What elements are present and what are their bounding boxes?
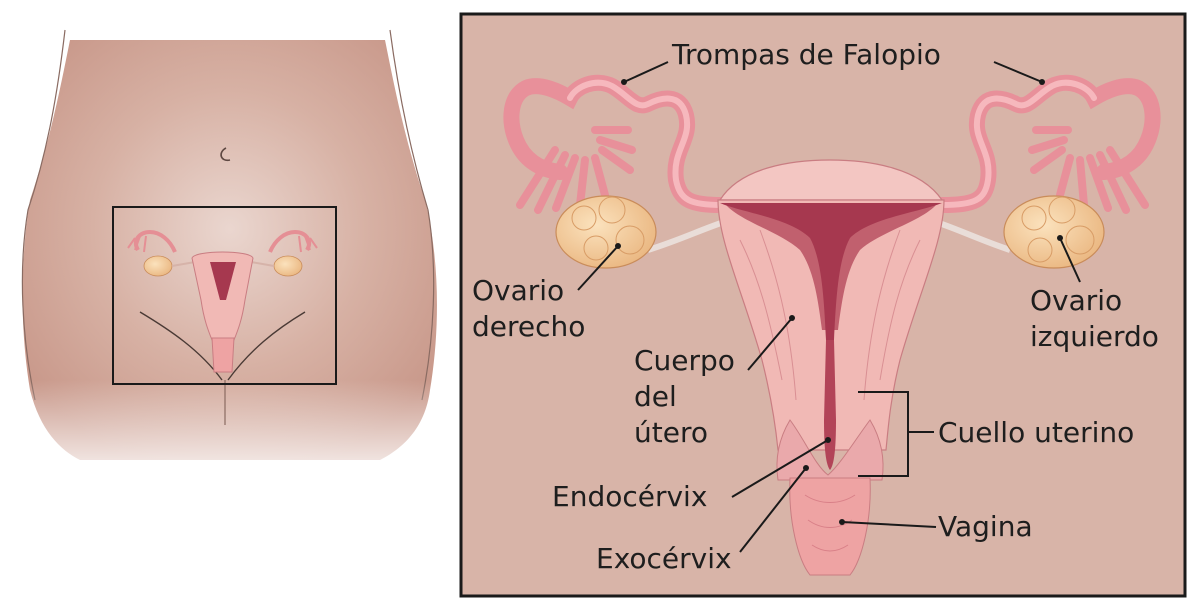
label-uterus-body-line1: Cuerpo bbox=[634, 344, 735, 377]
torso-fade bbox=[0, 380, 460, 490]
label-right-ovary-line1: Ovario bbox=[472, 274, 564, 307]
label-uterus-body-line3: útero bbox=[634, 416, 708, 449]
label-left-ovary-line2: izquierdo bbox=[1030, 320, 1159, 353]
detail-panel: Trompas de Falopio Ovario derecho Ovario… bbox=[461, 14, 1185, 596]
label-fallopian-tubes: Trompas de Falopio bbox=[671, 38, 941, 71]
torso-illustration bbox=[0, 30, 460, 490]
label-left-ovary-line1: Ovario bbox=[1030, 284, 1122, 317]
vagina-tube bbox=[790, 478, 871, 575]
cervical-canal bbox=[824, 340, 836, 470]
right-ovary bbox=[556, 196, 656, 268]
label-endocervix: Endocérvix bbox=[552, 480, 707, 513]
label-vagina: Vagina bbox=[938, 510, 1033, 543]
left-ovary bbox=[1004, 196, 1104, 268]
label-uterus-body-line2: del bbox=[634, 380, 677, 413]
label-right-ovary-line2: derecho bbox=[472, 310, 585, 343]
label-cervix: Cuello uterino bbox=[938, 416, 1134, 449]
label-exocervix: Exocérvix bbox=[596, 542, 732, 575]
